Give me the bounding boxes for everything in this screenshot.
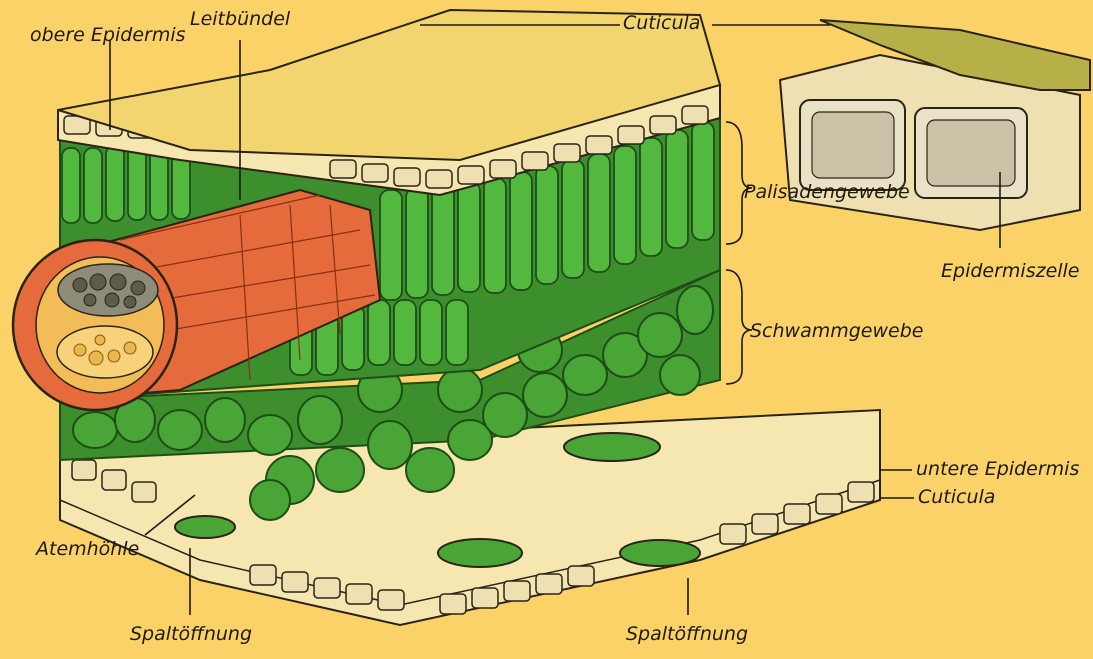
- stoma-back: [564, 433, 660, 461]
- label-palisadengewebe: Palisadengewebe: [744, 183, 910, 202]
- label-leitbuendel: Leitbündel: [190, 10, 290, 29]
- label-atemhoehle: Atemhöhle: [36, 540, 139, 559]
- label-cuticula-bottom: Cuticula: [918, 488, 995, 507]
- label-spaltoeffnung-right: Spaltöffnung: [626, 625, 748, 644]
- label-spaltoeffnung-left: Spaltöffnung: [130, 625, 252, 644]
- label-untere-epidermis: untere Epidermis: [916, 460, 1079, 479]
- label-obere-epidermis: obere Epidermis: [30, 26, 186, 45]
- stoma-front: [438, 539, 522, 567]
- stoma-left: [175, 516, 235, 538]
- label-epidermiszelle: Epidermiszelle: [941, 262, 1080, 281]
- label-cuticula-top: Cuticula: [623, 14, 700, 33]
- stoma-right: [620, 540, 700, 566]
- label-schwammgewebe: Schwammgewebe: [750, 322, 923, 341]
